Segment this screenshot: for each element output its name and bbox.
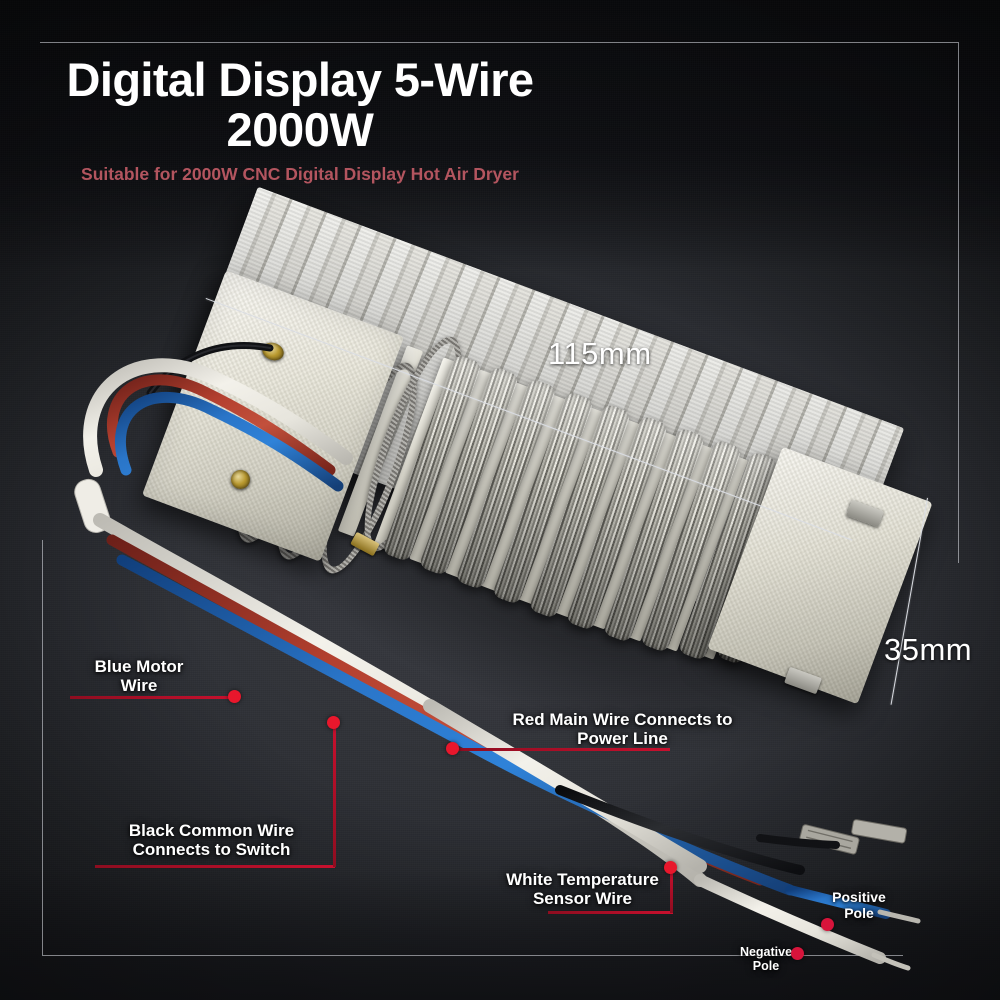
callout-dot-blue-motor-wire <box>228 690 241 703</box>
callout-dot-white-sensor-wire <box>664 861 677 874</box>
annotation-white-sensor-wire: White Temperature Sensor Wire <box>506 870 659 909</box>
annotation-blue-motor-wire: Blue Motor Wire <box>94 657 184 696</box>
leader-line-red-main-wire <box>452 748 670 751</box>
leader-line-black-common-h <box>95 865 335 868</box>
page-subtitle: Suitable for 2000W CNC Digital Display H… <box>81 163 519 184</box>
leader-line-white-sensor-v <box>670 868 673 913</box>
callout-dot-red-main-wire <box>446 742 459 755</box>
leader-line-white-sensor-h <box>548 911 673 914</box>
heading-block: Digital Display 5-Wire 2000W Suitable fo… <box>0 56 600 185</box>
page-title-line-1: Digital Display 5-Wire <box>66 53 535 106</box>
annotation-red-main-wire: Red Main Wire Connects to Power Line <box>512 710 733 749</box>
annotation-positive-pole: Positive Pole <box>832 889 886 921</box>
leader-line-black-common-v <box>333 724 336 867</box>
annotation-negative-pole: Negative Pole <box>739 945 793 973</box>
page-title-line-2: 2000W <box>226 102 374 156</box>
callout-dot-positive-pole <box>821 918 834 931</box>
callout-dot-negative-pole <box>791 947 804 960</box>
callout-dot-black-common-wire <box>327 716 340 729</box>
leader-line-blue-motor-wire <box>70 696 235 699</box>
annotation-black-common-wire: Black Common Wire Connects to Switch <box>128 821 295 860</box>
